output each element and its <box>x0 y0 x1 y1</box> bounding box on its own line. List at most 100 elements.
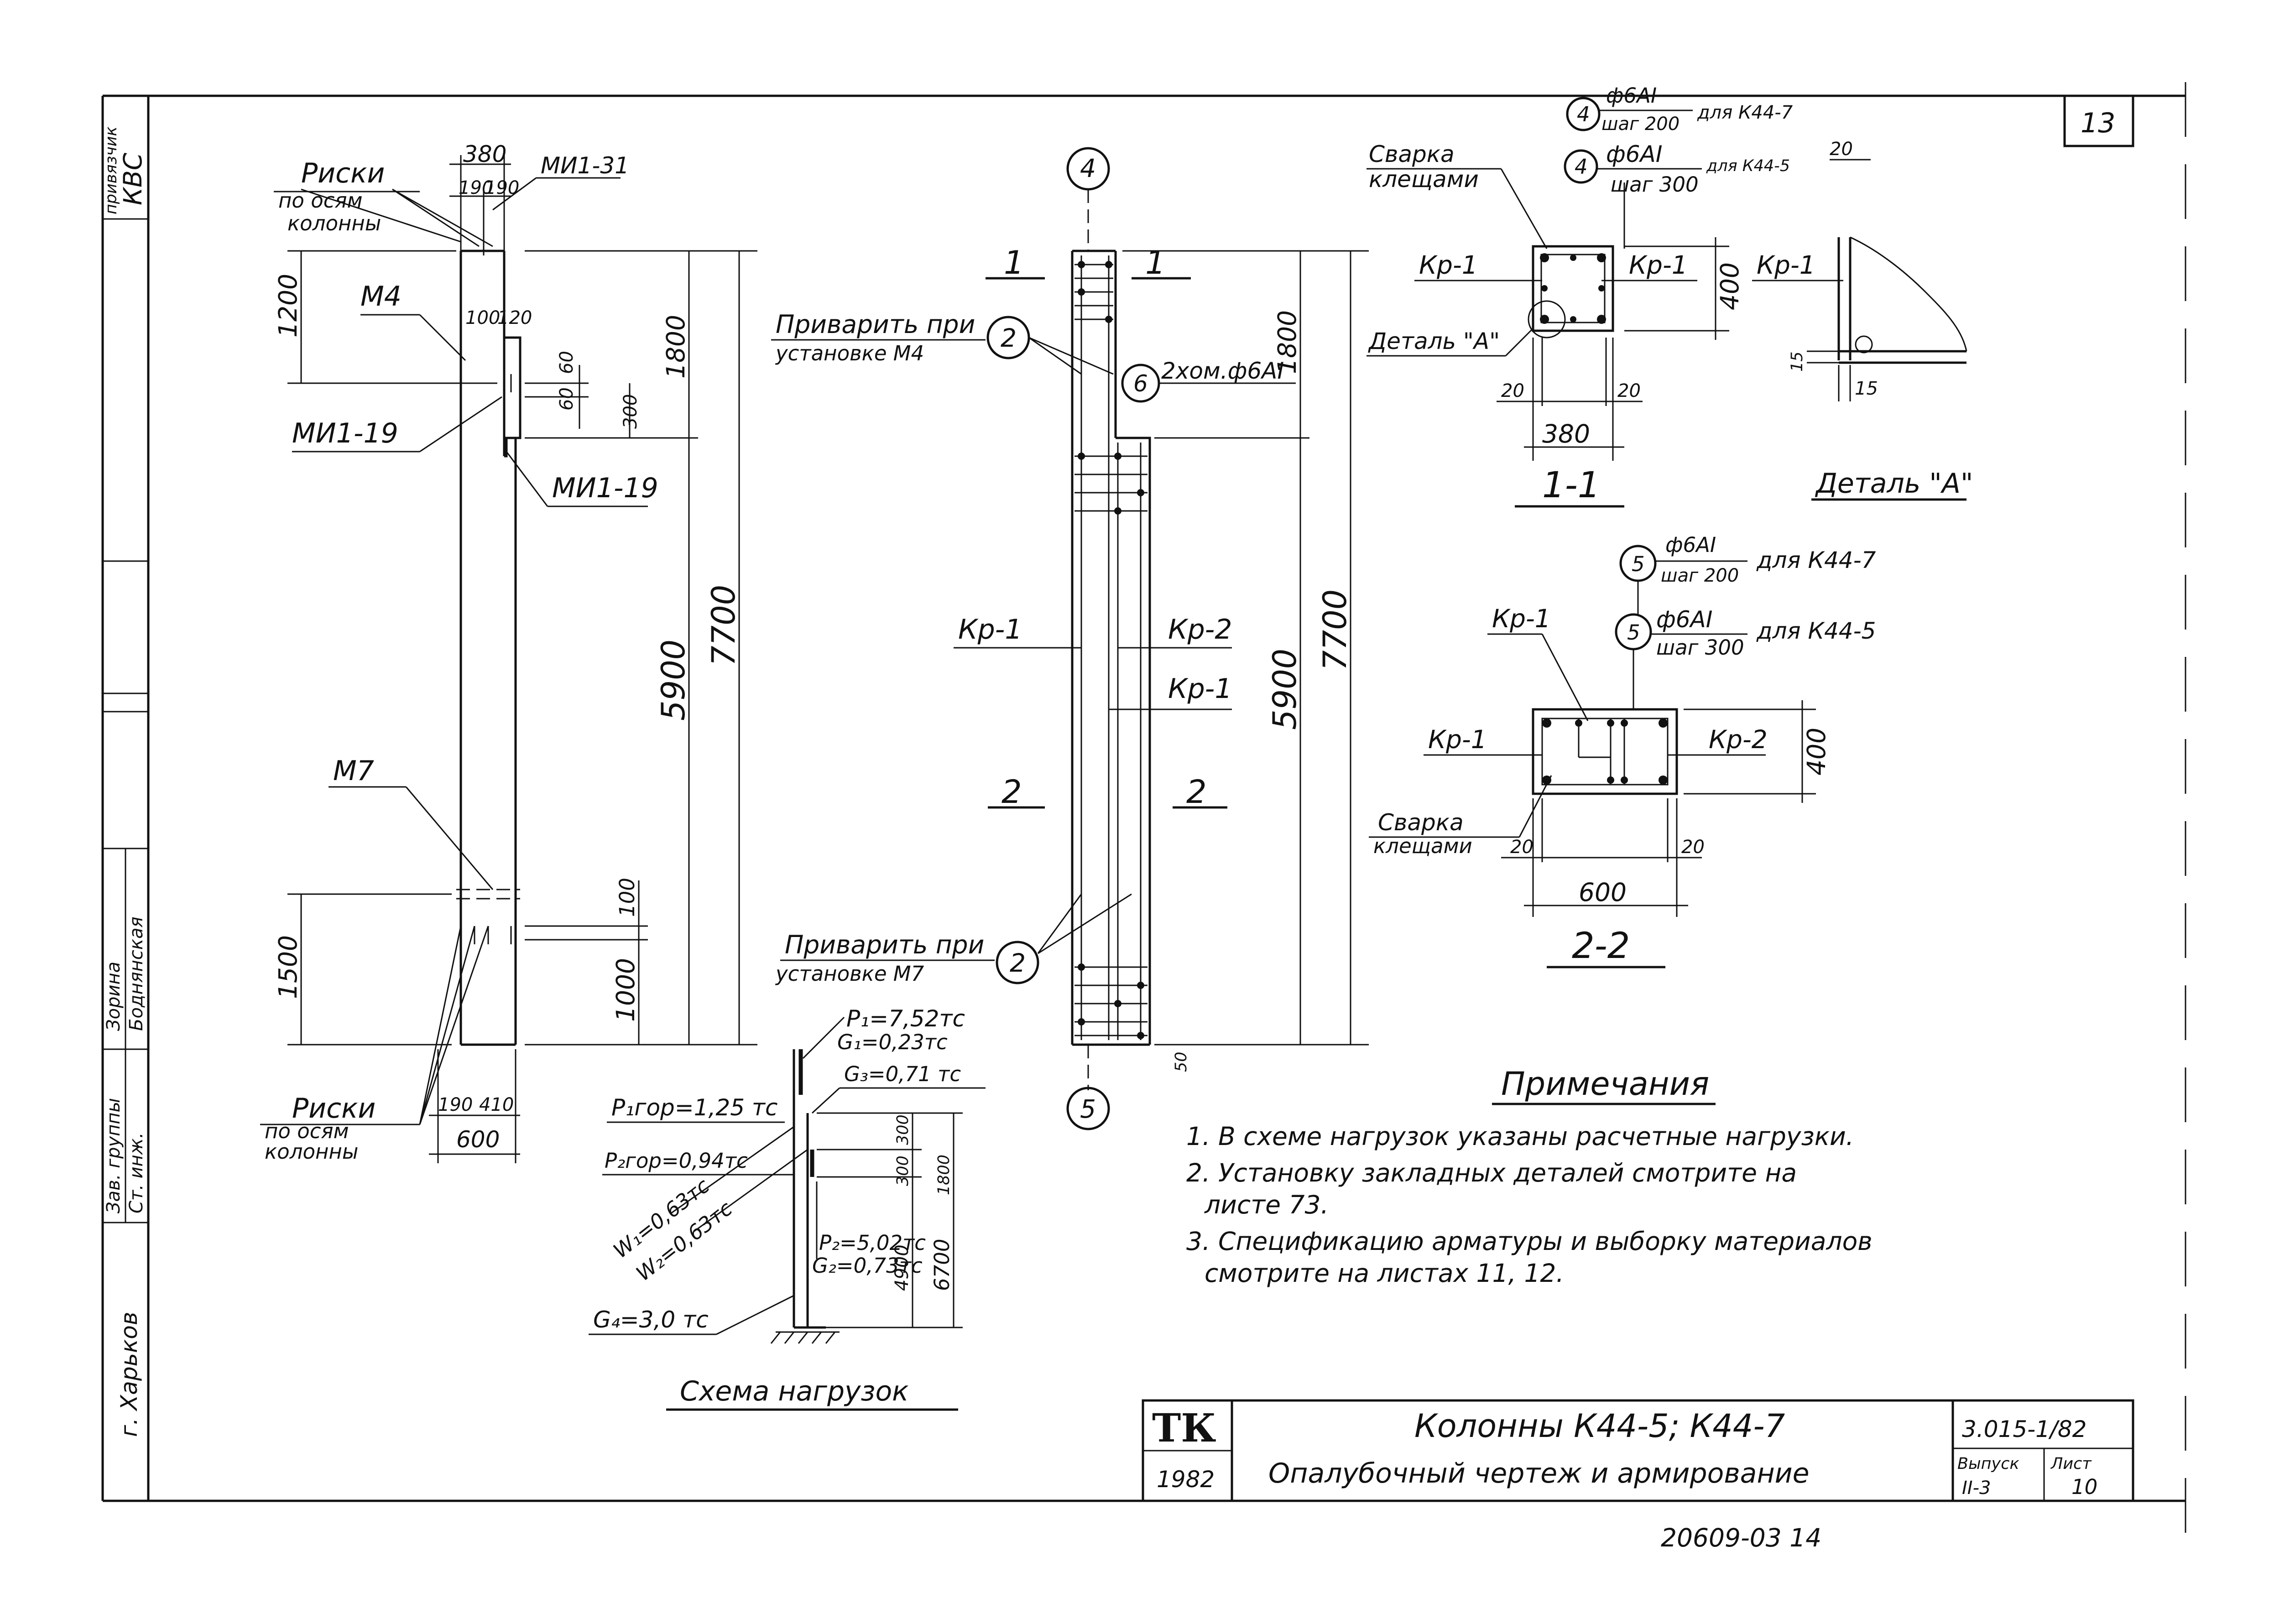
archive-number: 20609-03 14 <box>1661 1523 1821 1552</box>
margin-text-d: Ст. инж. <box>126 1132 147 1213</box>
bar-5b: ф6АI <box>1656 606 1713 633</box>
note-2b: листе 73. <box>1204 1190 1329 1219</box>
margin-text-f: Боднянская <box>126 916 147 1031</box>
dim-100-low: 100 <box>615 878 639 917</box>
label-weld-22: Сварка <box>1378 809 1464 836</box>
axis-marker-5 <box>1066 1087 1110 1130</box>
label-riski-top: Риски <box>301 157 385 189</box>
dim-load-300a: 300 <box>894 1114 912 1145</box>
dim-load-4900: 4900 <box>892 1244 913 1291</box>
load-p2-gor: P₂гор=0,94тс <box>605 1149 748 1173</box>
dim-120: 120 <box>497 307 532 328</box>
section-mark-1-right: 1 <box>1145 244 1166 281</box>
dim-7700-elev: 7700 <box>705 585 742 666</box>
load-scheme: P₁=7,52тс G₁=0,23тс G₃=0,71 тс P₁гор=1,2… <box>589 1005 986 1411</box>
for-5b: для К44-5 <box>1756 618 1876 644</box>
dim-1000: 1000 <box>611 958 640 1022</box>
section-2-2-title: 2-2 <box>1572 926 1630 967</box>
label-weld-11-2: клещами <box>1369 166 1479 193</box>
stamp-code: 3.015-1/82 <box>1962 1416 2086 1442</box>
dim-5900-rebar: 5900 <box>1266 649 1304 730</box>
load-p1-gor: P₁гор=1,25 тс <box>611 1094 778 1121</box>
dim-1800-rebar: 1800 <box>1273 310 1302 374</box>
margin-text-e: Зорина <box>103 962 124 1031</box>
dim-1800-elev: 1800 <box>661 315 690 379</box>
margin-text-c: Зав. группы <box>103 1098 124 1213</box>
title-block: ТК 1982 Колонны К44-5; К44-7 Опалубочный… <box>1142 1399 2134 1502</box>
dim-1500: 1500 <box>273 935 303 999</box>
label-riski-bottom-2: по осям <box>265 1119 349 1143</box>
dim-20-11b: 20 <box>1617 380 1641 401</box>
label-kr1-left: Кр-1 <box>958 614 1022 645</box>
sheet-number: 13 <box>2081 107 2115 139</box>
bars-mark-6: 2хом.ф6АI <box>1161 358 1284 384</box>
dim-load-300b: 300 <box>894 1156 912 1186</box>
note-weld-m4: Приварить при <box>776 310 975 339</box>
mark-5-b: 5 <box>1627 620 1640 645</box>
dim-20-11a: 20 <box>1501 380 1524 401</box>
load-p1: P₁=7,52тс <box>846 1005 965 1032</box>
stamp-title-1: Колонны К44-5; К44-7 <box>1414 1407 1785 1445</box>
stamp-issue-label: Выпуск <box>1957 1455 2019 1473</box>
dim-380: 380 <box>463 141 506 167</box>
label-m7: М7 <box>333 755 374 787</box>
margin-city: г. Харьков <box>116 1312 142 1437</box>
ties-corbel <box>1075 455 1148 512</box>
dim-50: 50 <box>1172 1051 1190 1072</box>
dim-load-1800: 1800 <box>935 1155 953 1195</box>
sheet-number-box <box>2063 94 2134 147</box>
dim-380-11: 380 <box>1542 419 1590 448</box>
dim-600-elev: 600 <box>456 1126 500 1153</box>
label-detail-a-ref: Деталь "А" <box>1368 328 1500 354</box>
bar-5a: ф6АI <box>1665 533 1716 557</box>
stamp-org: ТК <box>1152 1405 1216 1451</box>
mark-5-a: 5 <box>1632 552 1645 576</box>
load-g2: G₂=0,73тс <box>812 1254 923 1278</box>
stamp-year: 1982 <box>1157 1466 1215 1493</box>
bar-4b: ф6АI <box>1606 141 1663 167</box>
dim-load-6700: 6700 <box>930 1239 954 1291</box>
mark-4-b: 4 <box>1575 155 1588 179</box>
dim-600-22: 600 <box>1579 878 1627 907</box>
ties-bottom <box>1075 966 1148 1036</box>
section-2-2: 5 ф6АI шаг 200 для К44-7 5 ф6АI шаг 300 … <box>1369 533 1876 968</box>
note-3b: смотрите на листах 11, 12. <box>1205 1259 1564 1288</box>
margin-text-b: КВС <box>118 152 147 205</box>
dim-400-22: 400 <box>1802 728 1831 776</box>
dim-60b: 60 <box>556 387 577 411</box>
label-mi1-31: МИ1-31 <box>541 152 629 179</box>
dim-190c: 190 <box>438 1094 473 1115</box>
mark-4-a: 4 <box>1577 102 1590 126</box>
axis-label-4: 4 <box>1080 154 1096 183</box>
note-3a: 3. Спецификацию арматуры и выборку матер… <box>1186 1227 1873 1256</box>
note-weld-m7: Приварить при <box>785 930 984 959</box>
label-kr1-11-right: Кр-1 <box>1629 250 1688 280</box>
label-mi1-19-right: МИ1-19 <box>552 472 658 504</box>
dim-190b: 190 <box>485 177 519 198</box>
dim-60a: 60 <box>556 351 577 374</box>
section-1-1-title: 1-1 <box>1542 465 1600 506</box>
load-g3: G₃=0,71 тс <box>844 1062 961 1086</box>
label-kr1-right: Кр-1 <box>1168 673 1232 705</box>
label-riski-bottom-3: колонны <box>265 1140 358 1164</box>
section-1-1: 4 ф6АI шаг 200 для К44-7 4 ф6АI шаг 300 … <box>1367 83 1793 508</box>
section-mark-2-right: 2 <box>1186 773 1207 811</box>
label-riski-top-3: колонны <box>287 211 381 235</box>
label-riski-top-2: по осям <box>278 188 363 213</box>
sheet-frame: 13 20609-03 14 <box>101 82 2186 1552</box>
dim-190a: 190 <box>459 177 493 198</box>
load-g1: G₁=0,23тс <box>837 1030 948 1054</box>
note-weld-m4-2: установке М4 <box>775 341 924 365</box>
notes: Примечания 1. В схеме нагрузок указаны р… <box>1186 1065 1873 1288</box>
note-weld-m7-2: установке М7 <box>775 962 924 986</box>
dim-410: 410 <box>479 1094 514 1115</box>
label-riski-bottom: Риски <box>292 1093 376 1124</box>
label-kr2: Кр-2 <box>1168 614 1232 645</box>
stamp-issue: II-3 <box>1962 1478 1991 1499</box>
dim-1200: 1200 <box>273 274 303 338</box>
load-scheme-title: Схема нагрузок <box>680 1375 908 1407</box>
note-1: 1. В схеме нагрузок указаны расчетные на… <box>1186 1122 1854 1151</box>
stamp-title-2: Опалубочный чертеж и армирование <box>1268 1457 1810 1489</box>
step-4a: шаг 200 <box>1601 114 1680 135</box>
